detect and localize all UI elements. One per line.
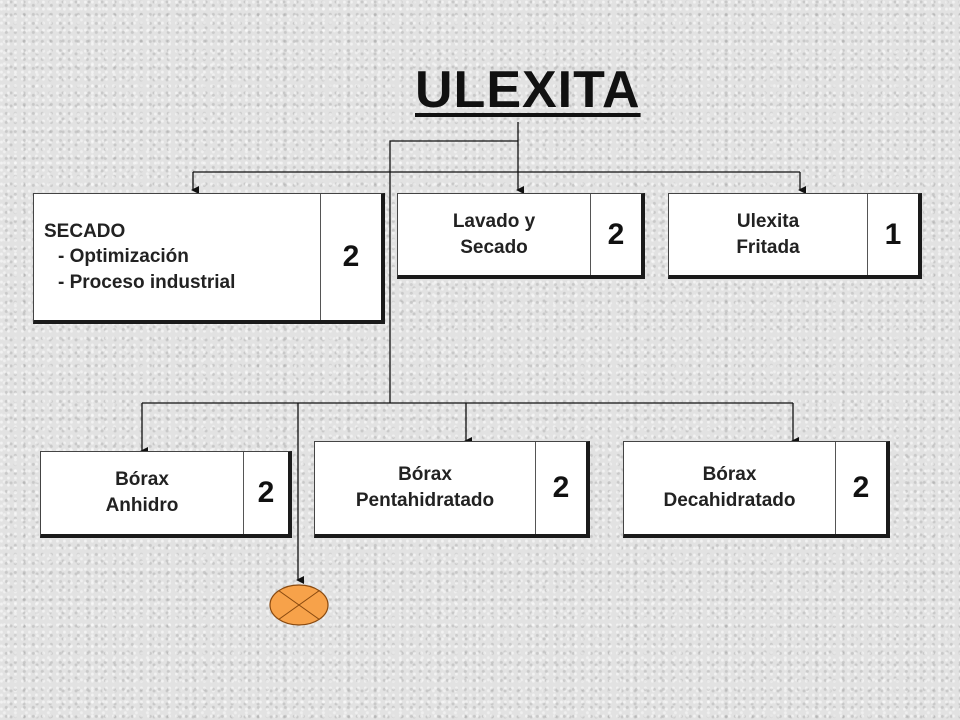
penta-line-1: Bórax [398, 464, 452, 486]
lavado-line-2: Secado [460, 236, 528, 258]
penta-line-2: Pentahidratado [355, 490, 495, 511]
box-borax-pentahidratado: Bórax Pentahidratado 2 [314, 441, 590, 538]
anhidro-line-2: Anhidro [105, 495, 179, 516]
secado-item-optimizacion: - Optimización [58, 246, 189, 268]
deca-count: 2 [835, 442, 886, 534]
box-ulexita-fritada: Ulexita Fritada 1 [668, 193, 922, 279]
secado-item-proceso: - Proceso industrial [58, 271, 236, 293]
deca-line-2: Decahidratado [663, 490, 796, 511]
diagram-title: ULEXITA [415, 61, 641, 119]
fritada-count: 1 [867, 194, 918, 275]
secado-heading: SECADO [44, 220, 126, 242]
secado-count: 2 [320, 194, 381, 320]
fritada-line-2: Fritada [736, 236, 800, 258]
box-borax-anhidro: Bórax Anhidro 2 [40, 451, 292, 538]
anhidro-count: 2 [243, 452, 288, 534]
deca-line-1: Bórax [702, 464, 757, 486]
box-lavado-secado: Lavado y Secado 2 [397, 193, 645, 279]
lavado-count: 2 [590, 194, 641, 275]
box-secado: SECADO - Optimización - Proceso industri… [33, 193, 385, 324]
box-borax-decahidratado: Bórax Decahidratado 2 [623, 441, 890, 538]
lavado-line-1: Lavado y [452, 210, 536, 232]
fritada-line-1: Ulexita [736, 210, 800, 232]
penta-count: 2 [535, 442, 586, 534]
anhidro-line-1: Bórax [115, 469, 169, 491]
terminal-node-icon [269, 584, 329, 626]
